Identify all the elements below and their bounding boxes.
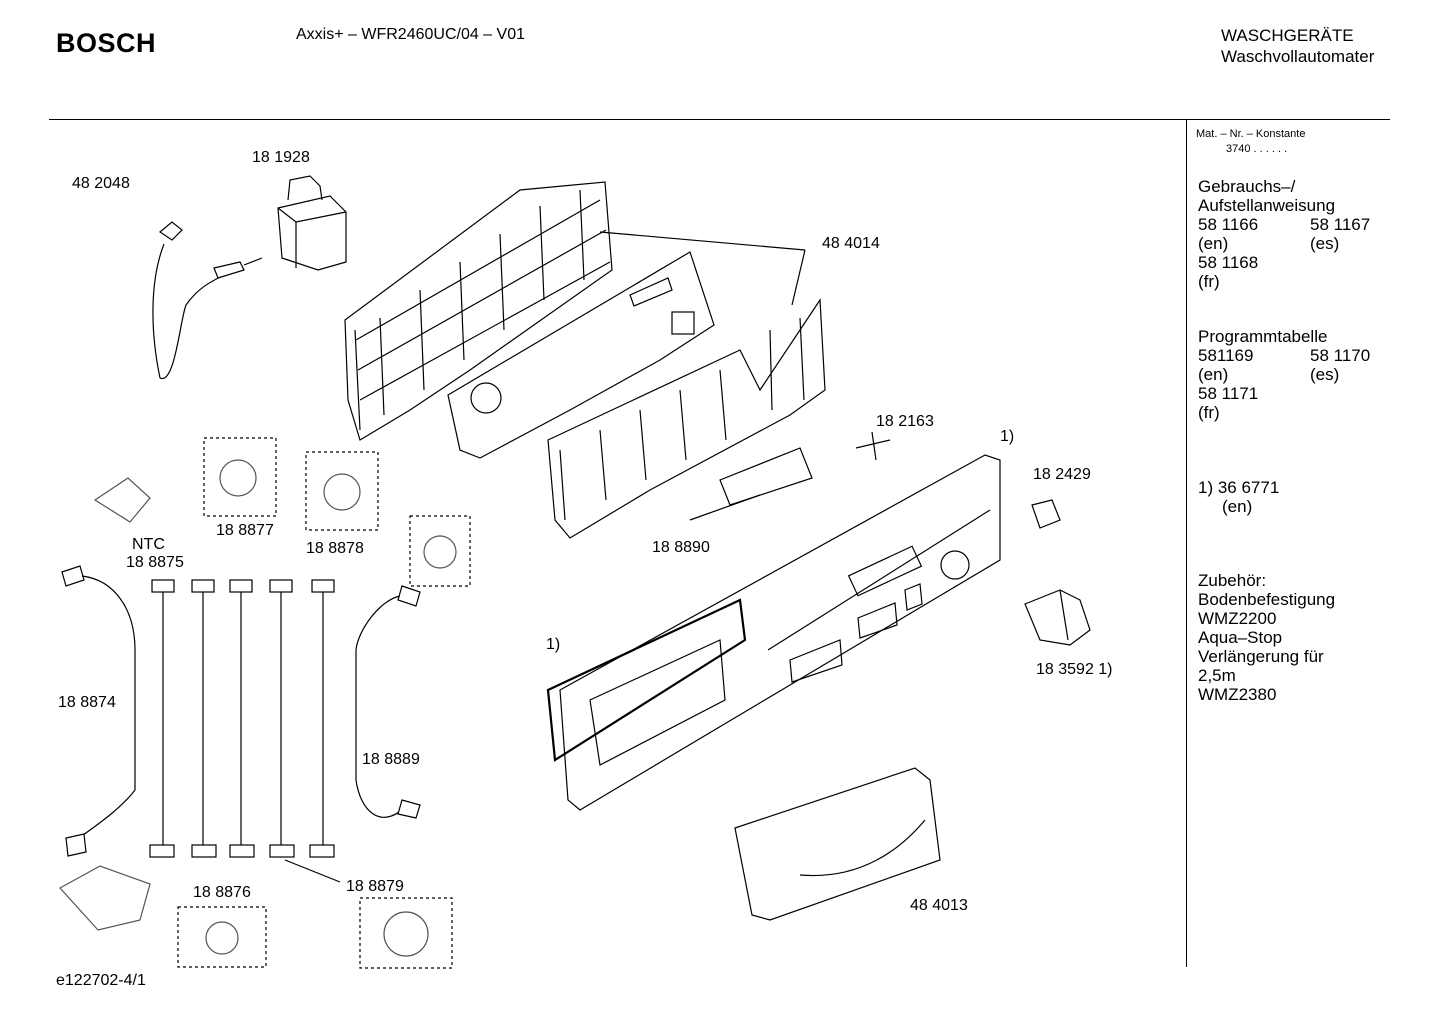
program-fr-code: 58 1171 (1198, 384, 1259, 403)
sensor-sketches-illustration (59, 459, 457, 957)
drawing-id: e122702-4/1 (56, 972, 146, 989)
part-label-handle: 48 4013 (910, 897, 968, 914)
small-connector-illustration (1031, 499, 1061, 529)
program-es-lang: (es) (1310, 365, 1340, 384)
header-divider (49, 119, 1390, 120)
accessories-line-1: Bodenbefestigung (1198, 590, 1336, 609)
manual-fr-lang: (fr) (1198, 272, 1220, 291)
manual-es-lang: (es) (1310, 234, 1340, 253)
footnote-code: 1) 36 6771 (1198, 478, 1280, 497)
accessories-line-5: 2,5m (1198, 666, 1236, 685)
capacitor-illustration (277, 175, 347, 271)
part-label-knob: 18 3592 1) (1036, 661, 1113, 678)
pcb-board-illustration (447, 251, 715, 459)
part-label-harness-c: 18 8878 (306, 540, 364, 557)
part-label-harness-a: 18 8875 (126, 554, 184, 571)
exploded-view-drawing (59, 175, 1091, 969)
program-fr-lang: (fr) (1198, 403, 1220, 422)
part-label-harness-left: 18 8874 (58, 694, 116, 711)
program-en-code: 581169 (1198, 346, 1254, 365)
part-label-capacitor: 18 1928 (252, 149, 310, 166)
accessories-line-0: Zubehör: (1198, 571, 1267, 590)
part-label-harness-right: 18 8889 (362, 751, 420, 768)
knob-illustration (1024, 589, 1091, 646)
manual-title-1: Gebrauchs–/ (1198, 177, 1296, 196)
sensor-boxes-illustration (177, 437, 471, 969)
part-label-pcb-module: 18 8890 (652, 539, 710, 556)
control-housing-illustration (344, 181, 806, 441)
program-es-code: 58 1170 (1310, 346, 1371, 365)
part-label-harness-b: 18 8877 (216, 522, 274, 539)
part-label-harness-e: 18 8879 (346, 878, 404, 895)
pcb-module-illustration (547, 249, 826, 539)
pin-illustration (855, 431, 891, 461)
manual-en-lang: (en) (1198, 234, 1229, 253)
program-en-lang: (en) (1198, 365, 1229, 384)
sidebar-divider (1186, 119, 1187, 967)
brand-logo: BOSCH (56, 28, 157, 58)
accessories-line-6: WMZ2380 (1198, 685, 1277, 704)
gasket-illustration (546, 598, 747, 766)
category-title: WASCHGERÄTE (1221, 26, 1354, 45)
power-cord-illustration (152, 221, 263, 379)
program-title: Programmtabelle (1198, 327, 1328, 346)
footnote-lang: (en) (1222, 497, 1253, 516)
model-title: Axxis+ – WFR2460UC/04 – V01 (296, 26, 525, 43)
manual-fr-code: 58 1168 (1198, 253, 1259, 272)
part-label-ntc: NTC (132, 536, 165, 553)
part-label-harness-d: 18 8876 (193, 884, 251, 901)
manual-title-2: Aufstellanweisung (1198, 196, 1336, 215)
part-label-note-panel: 1) (1000, 428, 1015, 445)
door-handle-illustration (734, 767, 941, 921)
subcategory-title: Waschvollautomater (1221, 47, 1375, 66)
accessories-line-4: Verlängerung für (1198, 647, 1324, 666)
mat-number-heading: Mat. – Nr. – Konstante (1196, 128, 1306, 140)
wire-harnesses-illustration (61, 565, 421, 883)
front-panel-illustration (559, 454, 1001, 811)
accessories-line-3: Aqua–Stop (1198, 628, 1283, 647)
part-label-pin: 18 2163 (876, 413, 934, 430)
mat-number-value: 3740 . . . . . . (1226, 143, 1288, 155)
manual-es-code: 58 1167 (1310, 215, 1371, 234)
accessories-line-2: WMZ2200 (1198, 609, 1277, 628)
part-label-note-gasket: 1) (546, 636, 561, 653)
part-label-control-housing: 48 4014 (822, 235, 880, 252)
part-label-small-connector: 18 2429 (1033, 466, 1091, 483)
manual-en-code: 58 1166 (1198, 215, 1259, 234)
part-label-power-cord: 48 2048 (72, 175, 130, 192)
